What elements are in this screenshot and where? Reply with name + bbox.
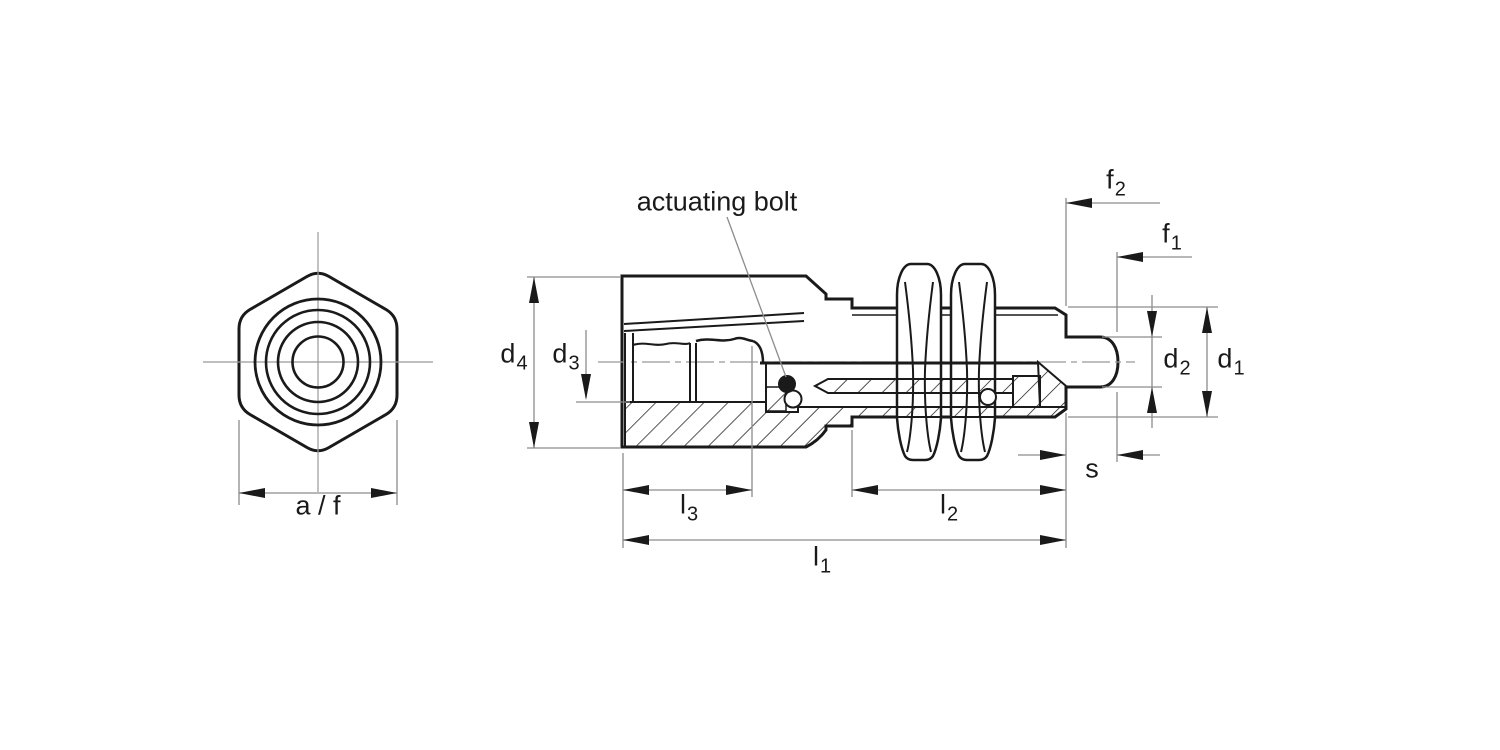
- dim-label-d2: d2: [1163, 343, 1191, 380]
- dim-label-l3: l3: [679, 489, 699, 526]
- dim-label-f1-sub: 1: [1170, 232, 1182, 255]
- dim-label-d1: d1: [1217, 343, 1245, 380]
- end-block-hatch: [1036, 359, 1067, 408]
- dim-label-d2-base: d: [1163, 343, 1179, 374]
- detent-ball: [778, 375, 796, 393]
- spring-section-right: [979, 388, 997, 406]
- dimension-arrows: [529, 198, 1212, 545]
- dim-label-s: s: [1085, 453, 1099, 484]
- nut-facet-line: [977, 281, 988, 453]
- bore-circle: [291, 335, 345, 389]
- inner-step-circle: [276, 320, 360, 404]
- dim-label-l1-sub: 1: [819, 555, 832, 578]
- hex-chamfer-line-2: [623, 320, 805, 332]
- dim-label-l1-base: l: [812, 541, 819, 572]
- internal-bore: [624, 333, 767, 402]
- dim-label-af-base: a / f: [295, 490, 341, 521]
- dim-label-af: a / f: [295, 490, 341, 521]
- dim-label-d4: d4: [500, 338, 528, 375]
- dim-label-d4-base: d: [500, 338, 516, 369]
- dim-label-l2-base: l: [939, 489, 946, 520]
- callout-actuating-bolt: actuating bolt: [636, 186, 798, 217]
- dim-label-f1: f1: [1162, 218, 1182, 255]
- chamfer-circle: [253, 297, 383, 427]
- dim-label-l3-sub: 3: [686, 503, 699, 526]
- nut-facet-line: [904, 281, 915, 453]
- dim-label-f1-base: f: [1162, 218, 1170, 249]
- dim-label-l2-sub: 2: [946, 503, 959, 526]
- hex-chamfer-line-1: [623, 312, 805, 325]
- dim-label-s-base: s: [1085, 453, 1099, 484]
- dim-label-f2-sub: 2: [1114, 178, 1126, 201]
- nut-facet-line: [958, 281, 969, 453]
- dim-label-d4-sub: 4: [516, 352, 528, 375]
- callout-leader-line: [726, 216, 787, 378]
- dim-label-d1-base: d: [1217, 343, 1233, 374]
- dim-label-l2: l2: [939, 489, 959, 526]
- dim-label-l1: l1: [812, 541, 832, 578]
- sleeve-flange-hatch: [1012, 375, 1041, 408]
- dim-label-d1-sub: 1: [1233, 357, 1245, 380]
- hex-end-view: [203, 232, 433, 505]
- dim-label-d2-sub: 2: [1179, 357, 1191, 380]
- section-hatch-lower: [624, 401, 1067, 448]
- spring-section-left: [783, 389, 803, 409]
- dim-label-f2-base: f: [1106, 164, 1114, 195]
- dim-label-l3-base: l: [679, 489, 686, 520]
- section-side-view: [598, 216, 1135, 462]
- dim-label-f2: f2: [1106, 164, 1126, 201]
- outer-step-circle: [264, 308, 372, 416]
- dim-label-d3-base: d: [552, 338, 568, 369]
- dim-label-d3-sub: 3: [568, 352, 580, 375]
- af-arrow-right: [371, 488, 397, 498]
- dim-label-d3: d3: [552, 338, 580, 375]
- af-arrow-left: [239, 488, 265, 498]
- nut-facet-line: [923, 281, 934, 453]
- dim-af: [238, 420, 398, 505]
